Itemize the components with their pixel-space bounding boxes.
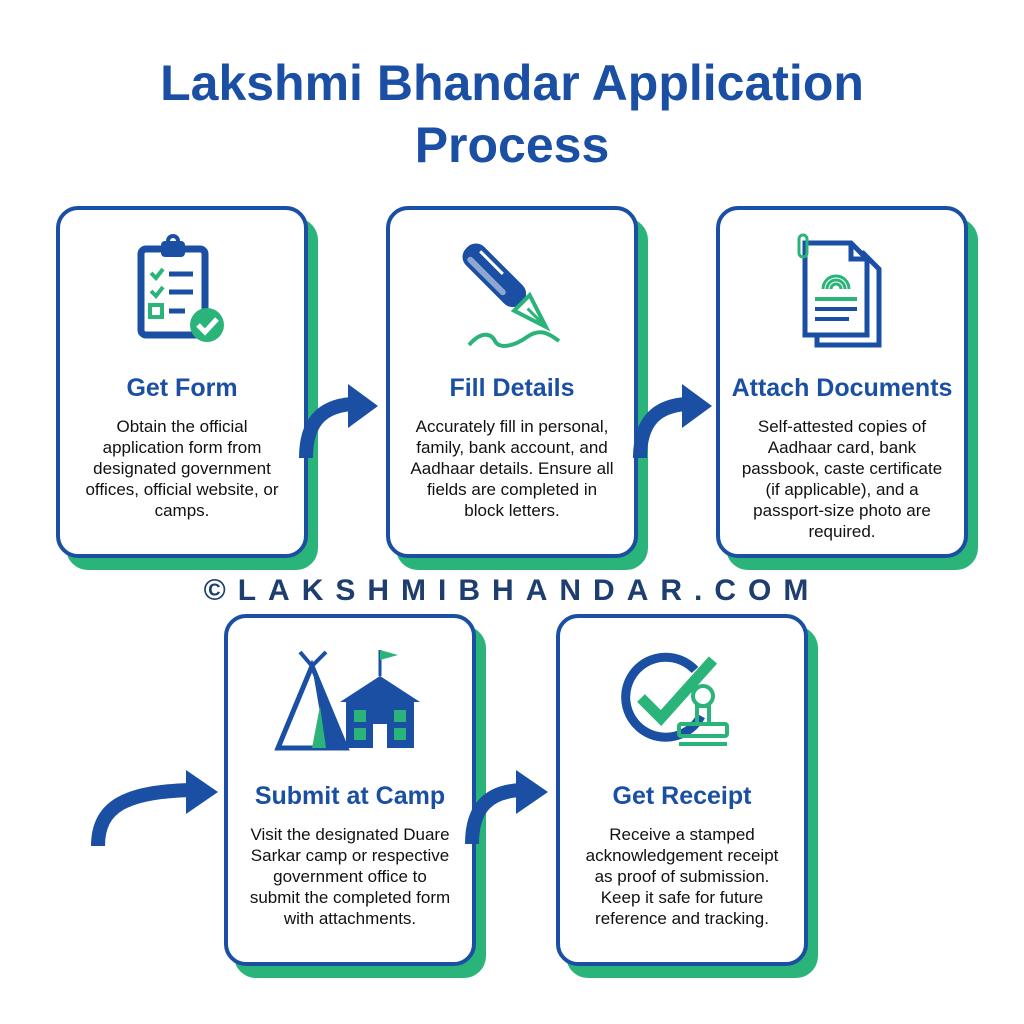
step-description: Visit the designated Duare Sarkar camp o… — [249, 825, 451, 928]
tent-building-icon — [228, 636, 472, 766]
card-face: Get Receipt Receive a stamped acknowledg… — [556, 614, 808, 966]
title-line-2: Process — [414, 117, 610, 173]
step-card-fill-details: Fill Details Accurately fill in personal… — [386, 206, 648, 570]
title-line-1: Lakshmi Bhandar Application — [160, 55, 864, 111]
documents-fingerprint-icon — [720, 228, 964, 358]
card-face: Get Form Obtain the official application… — [56, 206, 308, 558]
card-face: Submit at Camp Visit the designated Duar… — [224, 614, 476, 966]
curved-arrow-icon — [465, 770, 548, 845]
step-description: Self-attested copies of Aadhaar card, ba… — [741, 417, 943, 541]
step-card-submit-at-camp: Submit at Camp Visit the designated Duar… — [224, 614, 486, 978]
fountain-pen-icon — [390, 228, 634, 358]
page-title: Lakshmi Bhandar Application Process — [0, 52, 1024, 176]
step-description: Receive a stamped acknowledgement receip… — [585, 825, 779, 928]
card-face: Attach Documents Self-attested copies of… — [716, 206, 968, 558]
curved-arrow-icon — [91, 770, 218, 847]
curved-arrow-icon — [299, 384, 378, 459]
step-title: Fill Details — [449, 374, 575, 402]
step-description: Obtain the official application form fro… — [85, 417, 279, 520]
step-description: Accurately fill in personal, family, ban… — [410, 417, 614, 520]
check-stamp-icon — [560, 636, 804, 766]
step-card-get-receipt: Get Receipt Receive a stamped acknowledg… — [556, 614, 818, 978]
step-title: Attach Documents — [731, 374, 953, 402]
step-card-attach-documents: Attach Documents Self-attested copies of… — [716, 206, 978, 570]
watermark: ©LAKSHMIBHANDAR.COM — [203, 574, 821, 607]
clipboard-checklist-icon — [60, 228, 304, 358]
step-title: Submit at Camp — [254, 782, 446, 810]
card-face: Fill Details Accurately fill in personal… — [386, 206, 638, 558]
step-card-get-form: Get Form Obtain the official application… — [56, 206, 318, 570]
curved-arrow-icon — [633, 384, 712, 459]
step-title: Get Form — [126, 374, 238, 402]
step-title: Get Receipt — [612, 782, 752, 810]
